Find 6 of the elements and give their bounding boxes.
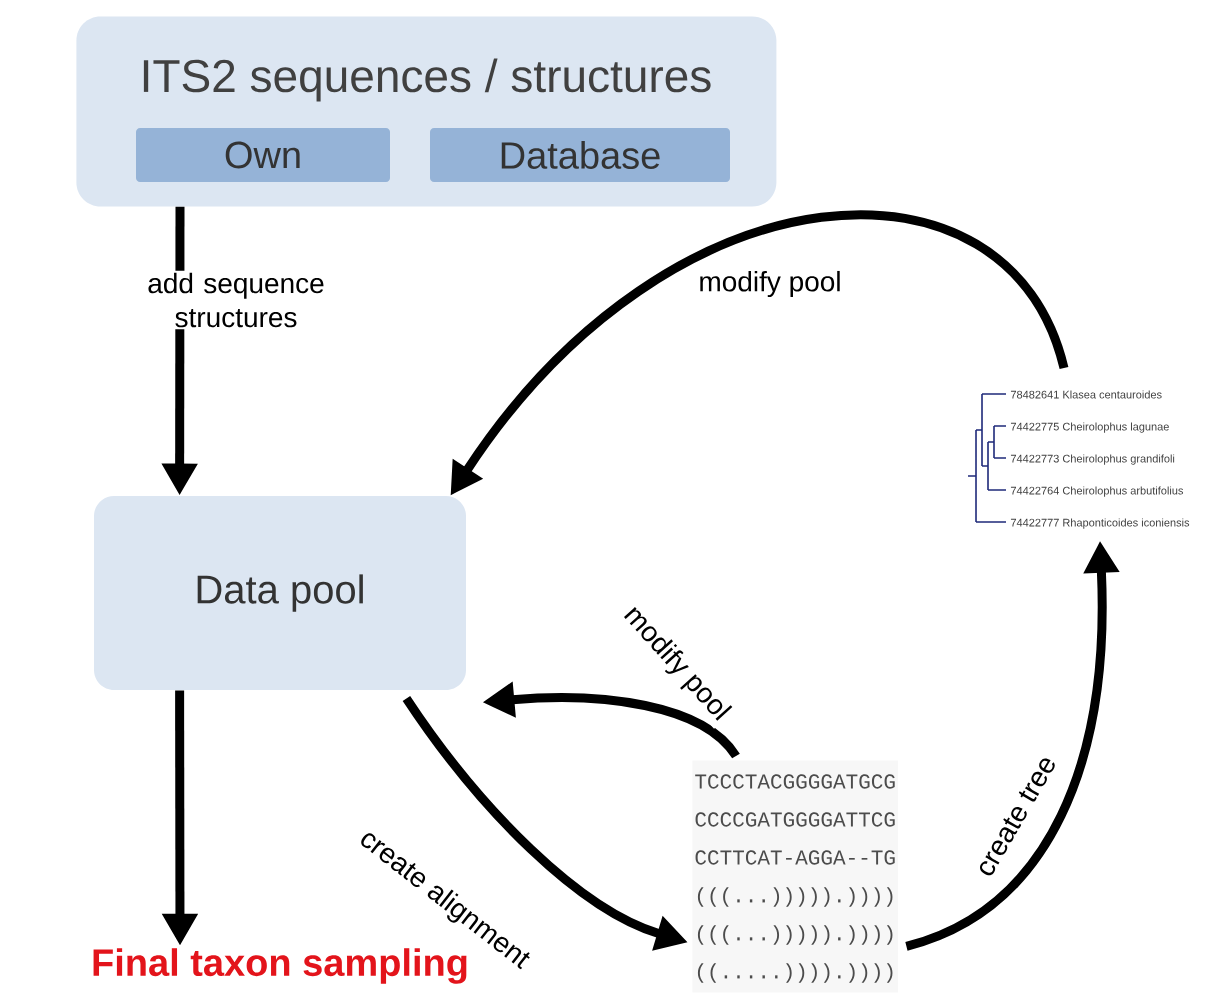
data-pool-box: Data pool	[94, 496, 466, 690]
source-chip: Own	[136, 128, 390, 182]
source-chip: Database	[430, 128, 730, 182]
edge-label: add sequence structures	[122, 270, 350, 330]
edge-label: modify pool	[696, 268, 844, 300]
alignment-picture: TCCCTACGGGGATGCG CCCCGATGGGGATTCG CCTTCAT-AGGA--TG (((...))))).)))) (((...))))).)))) ((.....)))).))))	[692, 760, 899, 993]
